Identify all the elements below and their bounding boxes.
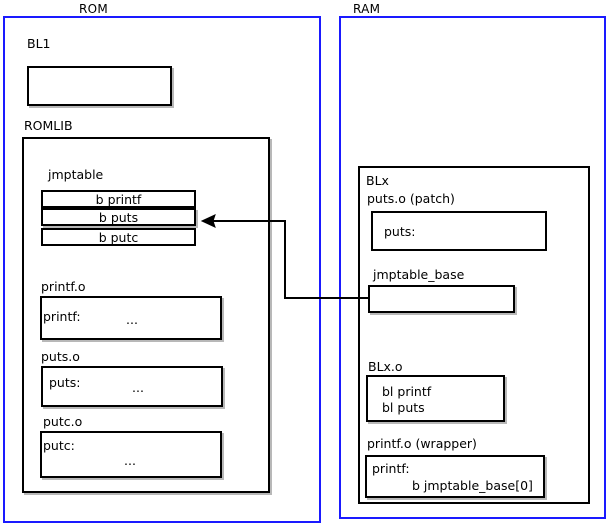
bl1-box bbox=[27, 66, 172, 106]
jmptable-row-printf[interactable]: b printf bbox=[41, 190, 196, 208]
romlib-label: ROMLIB bbox=[24, 118, 73, 133]
jmptable-row-putc[interactable]: b putc bbox=[41, 228, 196, 246]
rom-region-label: ROM bbox=[79, 2, 109, 16]
blx-o-label: BLx.o bbox=[368, 359, 403, 374]
rom-putc-body: ... bbox=[124, 453, 136, 468]
printf-wrapper-branch: b jmptable_base[0] bbox=[412, 478, 533, 493]
blx-o-line2: bl puts bbox=[382, 400, 425, 415]
jmptable-row-puts[interactable]: b puts bbox=[41, 208, 196, 226]
rom-putc-o-box: putc: ... bbox=[40, 431, 222, 478]
ram-region-label: RAM bbox=[353, 2, 381, 16]
rom-putc-o-label: putc.o bbox=[43, 414, 83, 429]
jmptable-row-printf-text: b printf bbox=[95, 191, 142, 207]
rom-putc-symbol: putc: bbox=[43, 438, 75, 453]
rom-puts-symbol: puts: bbox=[49, 375, 81, 390]
jmptable-label: jmptable bbox=[48, 167, 104, 182]
rom-printf-symbol: printf: bbox=[43, 309, 81, 324]
bl1-label: BL1 bbox=[27, 36, 51, 51]
jmptable-base-label: jmptable_base bbox=[373, 267, 465, 282]
jmptable-base-box bbox=[368, 285, 515, 313]
printf-wrapper-label: printf.o (wrapper) bbox=[367, 436, 477, 451]
puts-patch-box: puts: bbox=[371, 211, 547, 251]
jmptable-row-putc-text: b putc bbox=[98, 229, 139, 245]
jmptable-row-puts-text: b puts bbox=[98, 209, 139, 225]
rom-puts-o-box: puts: ... bbox=[41, 366, 223, 407]
puts-patch-symbol: puts: bbox=[384, 224, 416, 239]
rom-printf-body: ... bbox=[126, 312, 138, 327]
blx-label: BLx bbox=[366, 173, 389, 188]
printf-wrapper-symbol: printf: bbox=[372, 461, 410, 476]
rom-printf-o-label: printf.o bbox=[41, 279, 86, 294]
printf-wrapper-box: printf: b jmptable_base[0] bbox=[365, 455, 545, 498]
rom-puts-body: ... bbox=[132, 380, 144, 395]
rom-puts-o-label: puts.o bbox=[41, 349, 80, 364]
blx-o-box: bl printf bl puts bbox=[366, 375, 505, 422]
rom-printf-o-box: printf: ... bbox=[40, 296, 222, 340]
puts-patch-label: puts.o (patch) bbox=[367, 191, 455, 206]
blx-o-line1: bl printf bbox=[382, 384, 432, 399]
